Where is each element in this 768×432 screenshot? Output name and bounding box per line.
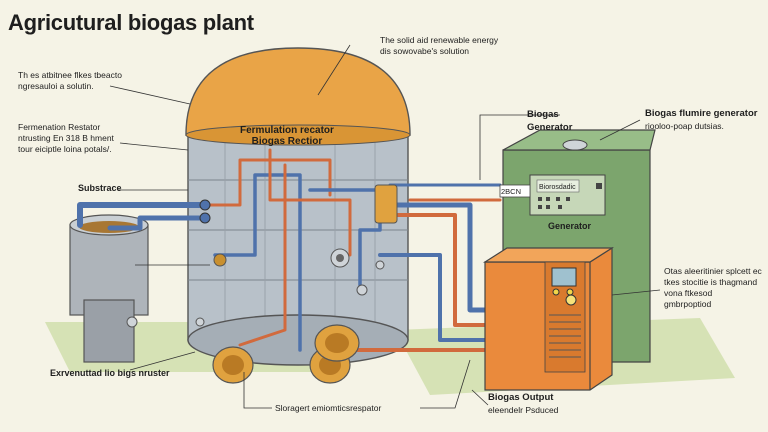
leader-lines [109, 44, 661, 409]
biogas-generator-line-1: Biogas [527, 109, 559, 120]
valves [195, 184, 398, 327]
flumire-label: Biogas flumire generator [645, 108, 758, 119]
biogas-generator-line-2: Generator [527, 122, 573, 133]
top-note: The solid aid renewable energy dis sowov… [380, 35, 498, 57]
bottom-left-label: Exrvenuttad lio bigs nruster [50, 368, 170, 378]
flumire-sublabel: riooloo-poap dutsias. [645, 121, 724, 131]
page-title: Agricutural biogas plant [8, 10, 254, 35]
left-note-2-line-1: Fermenation Restator [18, 122, 101, 132]
pipe-network [77, 148, 502, 352]
biogas-output-label: Biogas Output [488, 392, 554, 403]
left-note-1-line-1: Th es atbitnee flkes tbeacto [18, 70, 122, 80]
right-note-line-4: gmbrpoptiod [664, 299, 712, 309]
biogas-output-sublabel: eleendelr Psduced [488, 405, 559, 415]
bottom-mid-label: Sloragert emiomticsrespator [275, 403, 382, 413]
outlet-valves [212, 324, 360, 384]
reactor-label-line-1: Fermulation recator [240, 125, 334, 136]
top-note-line-2: dis sowovabe's solution [380, 46, 470, 56]
left-note-1: Th es atbitnee flkes tbeacto ngresauloi … [18, 70, 122, 92]
left-note-1-line-2: ngresauloi a solutin. [18, 81, 94, 91]
left-note-2: Fermenation Restator ntrusting En 318 B … [18, 122, 114, 155]
panel-text: Biorosdadic [539, 184, 576, 191]
generator-label: Generator [548, 221, 592, 231]
reactor-dome [185, 47, 411, 136]
left-note-2-line-3: tour eiciptle loina potals/. [18, 144, 112, 154]
top-note-line-1: The solid aid renewable energy [380, 35, 499, 45]
generator-unit [482, 184, 615, 391]
reactor-label-line-2: Biogas Rectior [251, 136, 323, 147]
right-note-line-1: Otas aleeritinier splcett ec [664, 266, 762, 276]
substrace-label: Substrace [78, 183, 122, 193]
left-note-2-line-2: ntrusting En 318 B hment [18, 133, 114, 143]
right-note-line-2: tkes stocitie is thagmand [664, 277, 758, 287]
right-note-line-3: vona ftkesod [664, 288, 713, 298]
biogas-generator-label: Biogas Generator [527, 108, 572, 134]
reactor-label: Fermulation recator Biogas Rectior [240, 125, 334, 147]
right-note: Otas aleeritinier splcett ec tkes stocit… [664, 266, 762, 310]
tag-2bcn: 2BCN [501, 187, 522, 196]
